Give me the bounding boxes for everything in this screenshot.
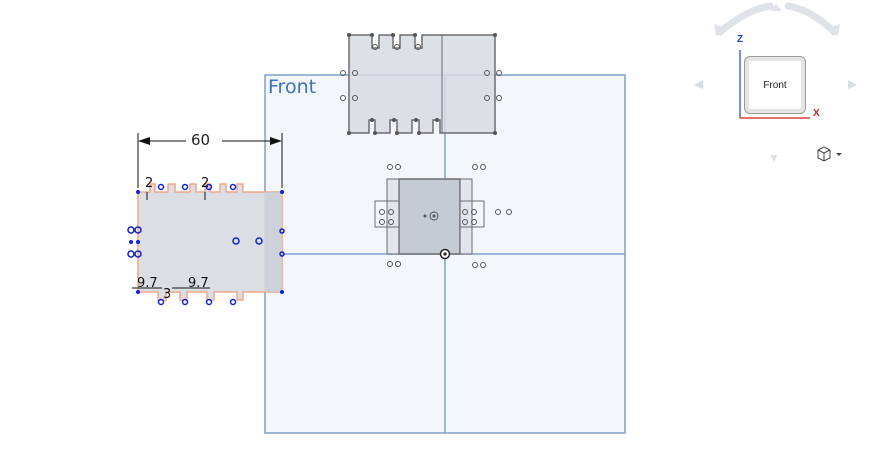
- dimension-60[interactable]: [137, 133, 283, 188]
- orbit-down-arrow[interactable]: ▼: [768, 151, 780, 165]
- origin-marker[interactable]: [439, 248, 451, 260]
- display-mode-menu[interactable]: [816, 146, 850, 164]
- small-dimension-lines: [132, 192, 210, 289]
- dimension-label[interactable]: 2: [201, 176, 210, 191]
- upper-part[interactable]: [340, 33, 502, 135]
- center-part[interactable]: [374, 164, 512, 268]
- orbit-right-arrow[interactable]: ▶: [848, 77, 858, 91]
- left-sketch[interactable]: [127, 183, 285, 306]
- dimension-label[interactable]: 9.7: [137, 276, 158, 291]
- orbit-up-arrow[interactable]: [770, 4, 782, 11]
- orbit-left-arrow[interactable]: ◀: [694, 77, 704, 91]
- dimension-label[interactable]: 3: [163, 287, 172, 302]
- rotate-ccw-arrow[interactable]: [716, 2, 774, 36]
- rotate-cw-arrow[interactable]: [784, 2, 838, 36]
- caret-down-icon: [836, 153, 842, 156]
- dimension-label[interactable]: 9.7: [188, 276, 209, 291]
- dimension-label-width[interactable]: 60: [188, 131, 214, 149]
- view-cube[interactable]: Z X Front ◀ ▶ ▼: [688, 0, 874, 175]
- cube-icon: [817, 146, 831, 162]
- plane-label-front: Front: [268, 76, 317, 98]
- axis-z-label: Z: [737, 34, 744, 45]
- view-cube-front-face[interactable]: Front: [744, 56, 806, 114]
- dimension-label[interactable]: 2: [145, 176, 154, 191]
- axis-x-label: X: [813, 108, 820, 119]
